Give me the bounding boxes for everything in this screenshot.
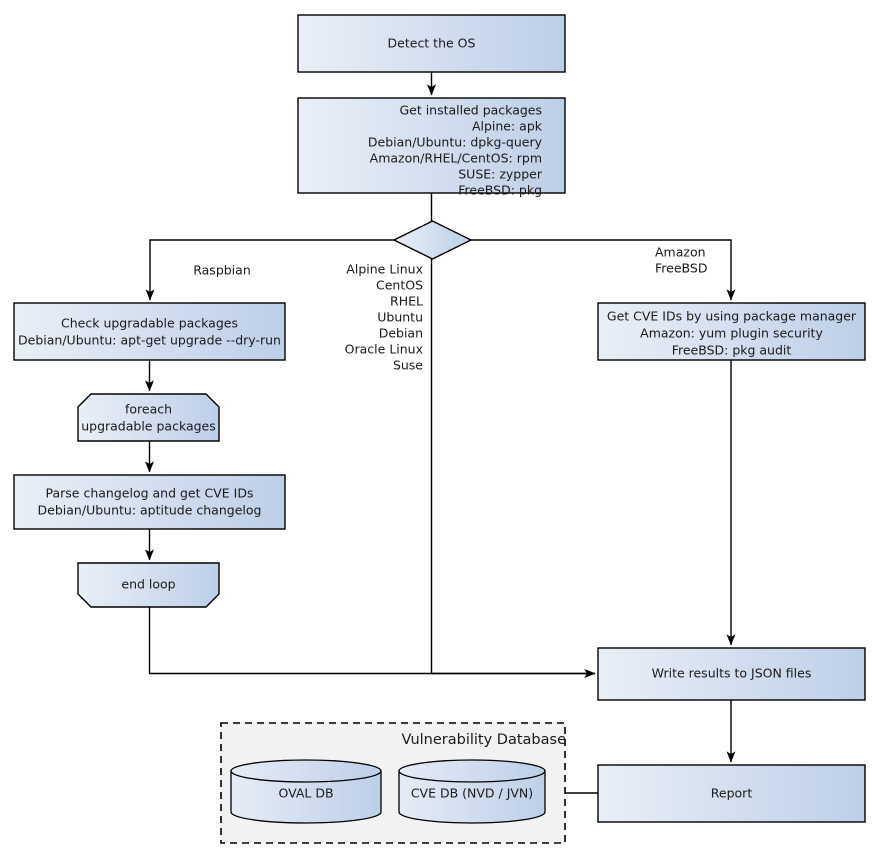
branch-label-middle-line-3: RHEL [390,294,423,309]
branch-label-middle-line-1: Alpine Linux [346,262,423,277]
get-cve-ids-box[interactable] [597,302,866,361]
get-installed-packages-line-2: Alpine: apk [472,119,543,134]
branch-label-amazon-freebsd: Amazon FreeBSD [655,245,707,276]
oval-db-label: OVAL DB [278,786,333,801]
report-box[interactable] [597,764,866,823]
get-installed-packages-line-6: FreeBSD: pkg [458,183,542,198]
branch-label-middle-os-list: Alpine Linux CentOS RHEL Ubuntu Debian O… [345,262,424,373]
cve-db-label: CVE DB (NVD / JVN) [411,786,533,801]
node-os-decision[interactable] [392,220,473,260]
foreach-label-line-2: upgradable packages [81,419,216,434]
parse-changelog-line-1: Parse changelog and get CVE IDs [46,486,254,501]
node-get-cve-ids[interactable]: Get CVE IDs by using package manager Ama… [597,302,866,361]
os-decision-diamond[interactable] [392,220,473,260]
parse-changelog-line-2: Debian/Ubuntu: aptitude changelog [38,503,262,518]
get-cve-ids-line-2: Amazon: yum plugin security [640,326,823,341]
get-installed-packages-line-3: Debian/Ubuntu: dpkg-query [368,135,543,150]
edge-decision-to-write-results [430,259,596,678]
node-write-results-to-json-files[interactable]: Write results to JSON files [597,647,866,701]
check-upgradable-packages-box[interactable] [13,302,286,361]
oval-db-node: OVAL DB [230,759,382,824]
node-detect-os[interactable]: Detect the OS [297,14,566,73]
edge-decision-to-check-upgradable-packages [145,239,394,301]
foreach-loop-shape[interactable] [77,393,220,442]
cve-db-body [398,770,546,824]
detect-os-label: Detect the OS [388,36,476,51]
node-report[interactable]: Report [597,764,866,823]
get-cve-ids-line-3: FreeBSD: pkg audit [672,343,792,358]
detect-os-box[interactable] [297,14,566,73]
branch-label-middle-line-2: CentOS [376,278,423,293]
branch-label-middle-line-5: Debian [379,326,423,341]
edge-decision-to-get-cve-ids [471,239,736,301]
get-cve-ids-line-1: Get CVE IDs by using package manager [607,309,857,324]
cve-db-node: CVE DB (NVD / JVN) [398,759,546,824]
write-results-label: Write results to JSON files [652,666,812,681]
end-loop-label: end loop [121,577,175,592]
branch-label-middle-line-7: Suse [393,358,423,373]
get-installed-packages-box[interactable] [297,97,566,194]
vulnerability-database-group: Vulnerability Database OVAL DB CVE DB (N… [220,722,567,844]
report-label: Report [711,786,753,801]
node-check-upgradable-packages[interactable]: Check upgradable packages Debian/Ubuntu:… [13,302,286,361]
check-upgradable-packages-line-1: Check upgradable packages [61,316,238,331]
get-installed-packages-line-4: Amazon/RHEL/CentOS: rpm [370,151,542,166]
cve-db-top [398,759,546,783]
node-end-loop[interactable]: end loop [77,562,220,608]
branch-label-middle-line-6: Oracle Linux [345,342,423,357]
get-installed-packages-line-5: SUSE: zypper [458,167,543,182]
vulnerability-database-title: Vulnerability Database [402,732,567,748]
node-get-installed-packages[interactable]: Get installed packages Alpine: apk Debia… [297,97,566,198]
branch-label-right-line-1: Amazon [655,245,706,260]
branch-label-right-line-2: FreeBSD [655,261,707,276]
foreach-label-line-1: foreach [125,402,172,417]
branch-label-middle-line-4: Ubuntu [377,310,423,325]
check-upgradable-packages-line-2: Debian/Ubuntu: apt-get upgrade --dry-run [18,333,281,348]
end-loop-shape[interactable] [77,562,220,608]
oval-db-body [230,770,382,824]
node-parse-changelog[interactable]: Parse changelog and get CVE IDs Debian/U… [13,474,286,530]
parse-changelog-box[interactable] [13,474,286,530]
node-foreach-upgradable-packages[interactable]: foreach upgradable packages [77,393,220,442]
write-results-box[interactable] [597,647,866,701]
edge-end-loop-to-write-results [148,607,596,678]
oval-db-top [230,759,382,783]
get-installed-packages-line-1: Get installed packages [399,103,542,118]
branch-label-raspbian: Raspbian [193,263,251,278]
